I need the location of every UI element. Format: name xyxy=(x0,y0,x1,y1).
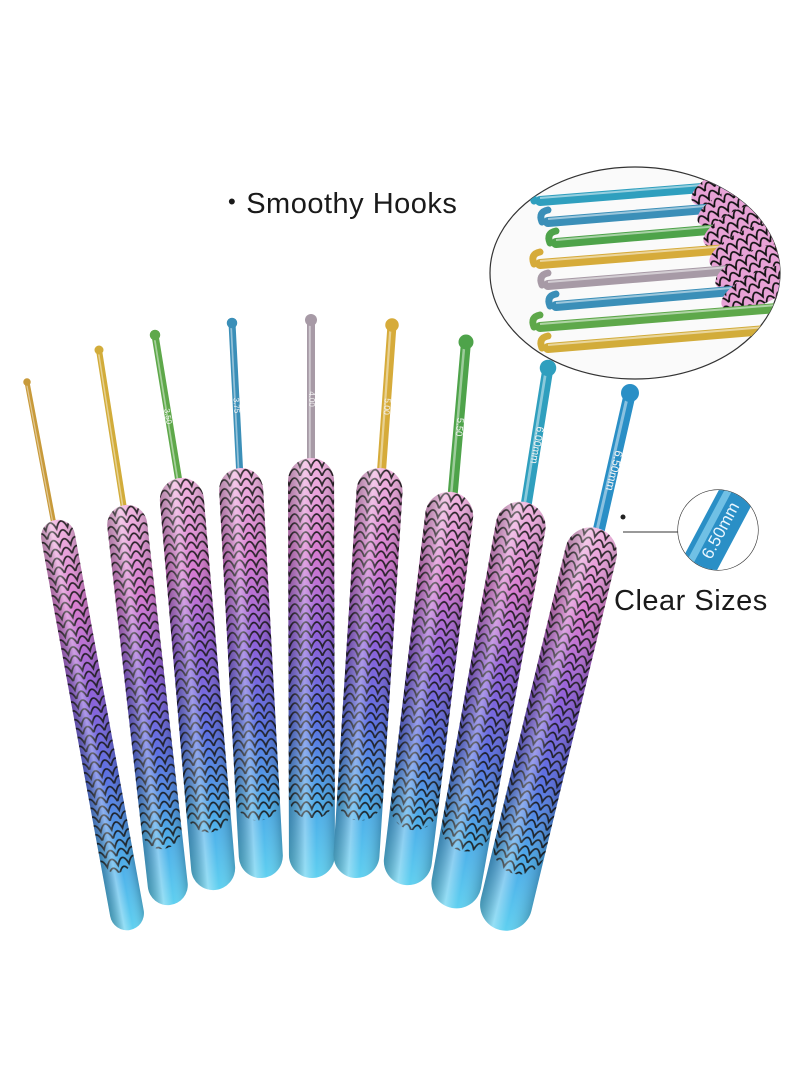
hook-shaft xyxy=(228,319,244,482)
hook-shaft xyxy=(96,347,128,518)
hook-head xyxy=(385,318,399,332)
hook-handle xyxy=(383,491,474,886)
crochet-hook xyxy=(23,378,144,931)
crochet-hook: 3.75 xyxy=(219,317,283,879)
hook-handle xyxy=(333,467,403,879)
hook-head xyxy=(23,378,31,386)
smoothy-hooks-label: Smoothy Hooks xyxy=(246,188,458,220)
crochet-hook: 3.50 xyxy=(149,329,236,891)
hook-shaft xyxy=(447,337,471,507)
hook-head xyxy=(539,359,557,377)
zoom-hook xyxy=(529,302,780,332)
zoom-hook xyxy=(537,323,780,353)
hook-head xyxy=(149,329,161,341)
hook-head xyxy=(458,334,474,350)
hook-size-label: 6.50mm xyxy=(603,449,624,492)
hook-size-label: 5.50 xyxy=(453,417,466,436)
hook-handle xyxy=(431,501,546,909)
hook-shaft xyxy=(591,387,636,544)
hook-size-label: 4.00 xyxy=(307,391,316,407)
hook-shaft xyxy=(24,379,58,533)
hook-head xyxy=(305,314,317,326)
hook-shaft xyxy=(519,362,554,518)
hook-shaft-highlight xyxy=(521,367,548,513)
bullet-icon: • xyxy=(228,189,237,214)
hook-handle xyxy=(219,467,283,879)
crochet-hook: 4.00 xyxy=(288,314,335,879)
hook-shaft-highlight xyxy=(97,349,125,516)
hook-head xyxy=(94,345,104,355)
crochet-hook: 5.00 xyxy=(333,318,403,879)
zoom-hook xyxy=(545,265,780,311)
hook-shaft-highlight xyxy=(593,392,630,539)
crochet-hook: 5.50 xyxy=(383,334,474,886)
clear-sizes-label: Clear Sizes xyxy=(614,585,768,617)
hook-handle xyxy=(480,527,617,931)
hook-shaft-highlight xyxy=(153,334,180,489)
hook-shaft-highlight xyxy=(230,322,240,479)
hook-size-label: 3.75 xyxy=(231,397,241,414)
hook-shaft-highlight xyxy=(25,381,55,531)
hook-shaft xyxy=(151,331,184,492)
hook-shaft-highlight xyxy=(378,324,392,479)
zoom-hook xyxy=(537,244,780,290)
hook-head xyxy=(621,384,639,402)
crochet-hook xyxy=(94,345,188,906)
hook-size-label: 5.00 xyxy=(382,398,393,416)
hook-handle xyxy=(107,504,188,906)
hook-size-label: 3.50 xyxy=(162,408,174,425)
zoom-hook xyxy=(529,223,780,269)
smooth-hooks-detail-inset xyxy=(489,166,781,380)
crochet-hook: 6.00mm xyxy=(431,359,557,909)
smoothy-hooks-callout: • Smoothy Hooks xyxy=(228,188,457,221)
hook-handle xyxy=(159,477,236,891)
crochet-hook: 6.50mm xyxy=(480,384,639,931)
size-detail-inset: 6.50mm xyxy=(620,489,759,571)
hook-shaft xyxy=(376,320,397,483)
hook-head xyxy=(226,317,238,329)
hook-handle xyxy=(41,519,144,931)
hook-handle xyxy=(288,457,335,879)
hook-shaft-highlight xyxy=(449,341,466,503)
